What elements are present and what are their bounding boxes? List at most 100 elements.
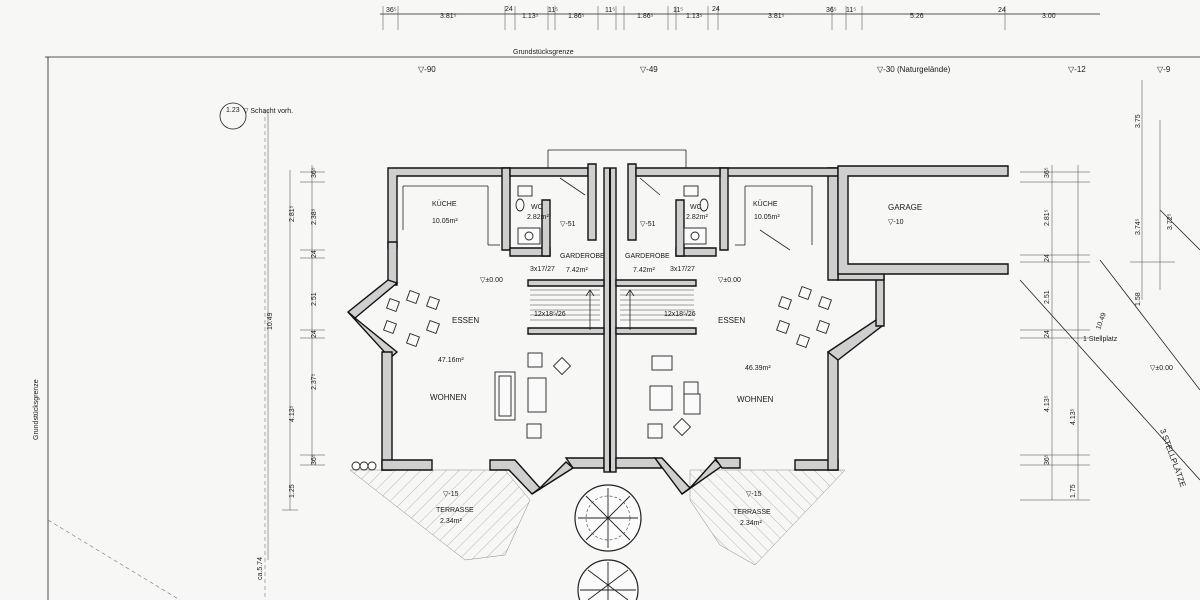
furniture-left	[383, 290, 572, 439]
dim-left-outer: 2.81⁵	[289, 205, 296, 222]
dim-top-5: 11⁵	[548, 7, 558, 14]
dim-top-2: 3.81⁵	[440, 13, 457, 20]
dim-right-c: 3.75	[1135, 114, 1142, 128]
dim-right-b: 1.58	[1135, 292, 1142, 306]
bollards	[351, 461, 377, 471]
dim-left-outer: 1.25	[289, 484, 296, 498]
terrace-right-name: TERRASSE	[733, 509, 771, 516]
dim-top-11: 24	[712, 6, 720, 13]
dim-top-17: 3.00	[1042, 13, 1056, 20]
living-left-area: 47.16m²	[438, 357, 464, 364]
stairs-right-1: 3x17/27	[670, 266, 695, 273]
stairs-left-2: 12x18⁵/26	[534, 311, 566, 318]
level-right: ▽±0.00	[1150, 365, 1173, 372]
wc-right-area: 2.82m²	[686, 214, 708, 221]
dim-left: 2.38⁵	[311, 208, 318, 225]
dim-top-1: 36⁵	[386, 7, 397, 14]
dim-right: 36⁵	[1044, 167, 1051, 178]
dim-top-6: 1.86⁵	[568, 13, 585, 20]
wc-fixtures	[515, 185, 709, 245]
terrace-right-area: 2.34m²	[740, 520, 762, 527]
dim-top-7: 11⁵	[605, 7, 615, 14]
boundary-label-left: Grundstücksgrenze	[33, 379, 40, 440]
living-right: WOHNEN	[737, 395, 774, 404]
dim-left: 2.37⁵	[311, 373, 318, 390]
dim-left-outer: 4.13⁵	[289, 405, 296, 422]
dim-right: 24	[1044, 330, 1051, 338]
tree-symbols	[574, 484, 642, 600]
wc-left-area: 2.82m²	[527, 214, 549, 221]
terrace-left-name: TERRASSE	[436, 507, 474, 514]
wardrobe-left-name: GARDEROBE	[560, 253, 605, 260]
boundary-label: Grundstücksgrenze	[513, 49, 574, 56]
dim-right-b: 4.13⁵	[1070, 408, 1077, 425]
terrace-left-level: ▽-15	[443, 491, 459, 498]
kitchen-right-area: 10.05m²	[754, 214, 780, 221]
left-dimension-chains: 36⁵ 2.38⁵ 24 2.51 24 2.37⁵ 36⁵ 2.81⁵ 4.1…	[257, 110, 325, 580]
dim-right: 2.51	[1044, 290, 1051, 304]
kitchen-right-name: KÜCHE	[753, 200, 778, 208]
furniture-right	[647, 286, 832, 439]
dim-left: 36⁵	[311, 167, 318, 178]
dining-left: ESSEN	[452, 316, 479, 325]
dining-right: ESSEN	[718, 316, 745, 325]
wc-left-level: ▽-51	[560, 221, 576, 228]
dim-left-total: 10.49	[267, 312, 274, 330]
wc-left-name: WC	[531, 204, 543, 211]
living-right-area: 46.39m²	[745, 365, 771, 372]
dim-left: 24	[311, 330, 318, 338]
level-marker: ▽-30 (Naturgelände)	[877, 65, 951, 74]
level-left-main: ▽±0.00	[480, 277, 503, 284]
dim-top-16: 24	[998, 7, 1006, 14]
wardrobe-right-name: GARDEROBE	[625, 253, 670, 260]
dim-right-b: 1.75	[1070, 484, 1077, 498]
left-unit-labels: KÜCHE 10.05m² WC 2.82m² ▽-51 GARDEROBE 7…	[430, 200, 605, 525]
dim-right: 36⁵	[1044, 454, 1051, 465]
dim-top-9: 11⁵	[673, 7, 683, 14]
dim-top-13: 36⁵	[826, 7, 837, 14]
wc-right-name: WC	[690, 204, 702, 211]
terrace-right-level: ▽-15	[746, 491, 762, 498]
dim-top-8: 1.86⁵	[637, 13, 654, 20]
dim-right-b: 3.74⁵	[1135, 218, 1142, 235]
shaft-symbol: 1.23 ▽ Schacht vorh.	[219, 102, 293, 130]
level-marker: ▽-90	[418, 65, 436, 74]
level-marker: ▽-49	[640, 65, 658, 74]
window-lines	[402, 177, 813, 330]
kitchen-left-area: 10.05m²	[432, 218, 458, 225]
building-walls	[346, 149, 1009, 495]
dim-left: 36⁵	[311, 454, 318, 465]
level-marker: ▽-12	[1068, 65, 1086, 74]
dim-left: 24	[311, 250, 318, 258]
level-marker: ▽-9	[1157, 65, 1171, 74]
wc-right-level: ▽-51	[640, 221, 656, 228]
garage-name: GARAGE	[888, 203, 922, 212]
garage-labels: GARAGE ▽-10	[888, 203, 922, 226]
garage-level: ▽-10	[888, 219, 904, 226]
stairs-left-1: 3x17/27	[530, 266, 555, 273]
dim-top-4: 1.13⁵	[522, 13, 539, 20]
dim-right: 2.81⁵	[1044, 209, 1051, 226]
dim-top-15: 5.26	[910, 13, 924, 20]
dim-right: 24	[1044, 254, 1051, 262]
dim-left: 2.51	[311, 292, 318, 306]
dim-right: 4.13⁵	[1044, 395, 1051, 412]
wardrobe-right-area: 7.42m²	[633, 267, 655, 274]
ground-levels: ▽-90 ▽-49 ▽-30 (Naturgelände) ▽-12 ▽-9	[418, 65, 1171, 74]
shaft-level: 1.23	[226, 107, 240, 114]
right-dimension-chains: 36⁵ 2.81⁵ 24 2.51 24 4.13⁵ 36⁵ 3.74⁵ 1.5…	[1019, 80, 1200, 501]
dim-top-12: 3.81⁵	[768, 13, 785, 20]
dim-right-c: 3.72⁵	[1167, 213, 1174, 230]
dim-right-c: 10.49	[1095, 312, 1108, 331]
dim-top-3: 24	[505, 6, 513, 13]
wardrobe-left-area: 7.42m²	[566, 267, 588, 274]
living-left: WOHNEN	[430, 393, 467, 402]
dim-top-14: 11⁵	[846, 7, 856, 14]
property-boundary: Grundstücksgrenze Grundstücksgrenze	[33, 49, 1200, 600]
dim-left-bottom: ca.5.74	[257, 557, 264, 580]
dim-top-10: 1.13⁵	[686, 13, 703, 20]
right-unit-labels: KÜCHE 10.05m² WC 2.82m² ▽-51 GARDEROBE 7…	[625, 200, 780, 527]
parking-note: 1 Stellplatz	[1083, 336, 1118, 343]
parking-right: 3 STELLPLÄTZE	[1158, 428, 1187, 489]
